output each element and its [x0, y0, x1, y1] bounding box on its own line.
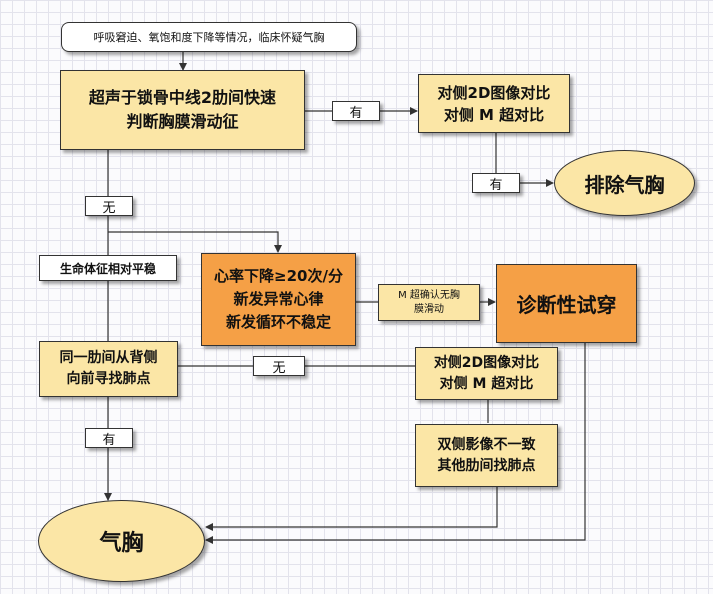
label-no-mid: 无 [253, 356, 305, 376]
inconsistent-line2: 其他肋间找肺点 [437, 457, 536, 474]
diagnostic-text: 诊断性试穿 [516, 293, 617, 317]
compare-top-line1: 对侧2D图像对比 [437, 83, 551, 102]
stable-vitals-box: 生命体征相对平稳 [39, 255, 177, 281]
m-confirm-line2: 膜滑动 [414, 303, 444, 315]
arrow-diag-to-pneumo [205, 343, 586, 544]
compare-mid-line1: 对侧2D图像对比 [433, 354, 540, 371]
label-no-mid-text: 无 [272, 360, 286, 376]
compare-mid-box: 对侧2D图像对比 对侧 M 超对比 [415, 347, 558, 400]
unstable-line2: 新发异常心律 [233, 290, 324, 308]
label-no-left-text: 无 [102, 200, 116, 216]
m-confirm-line1: M 超确认无胸 [398, 289, 460, 301]
pneumothorax-ellipse: 气胸 [38, 500, 205, 582]
label-yes-left: 有 [85, 428, 133, 448]
label-yes-right: 有 [472, 173, 520, 193]
label-yes-top-text: 有 [349, 105, 363, 121]
compare-top-box: 对侧2D图像对比 对侧 M 超对比 [418, 74, 570, 133]
exclude-pneumothorax-ellipse: 排除气胸 [554, 150, 695, 216]
lung-point-search-box: 同一肋间从背侧 向前寻找肺点 [39, 341, 178, 397]
ultrasound-check-box: 超声于锁骨中线2肋间快速判断胸膜滑动征 [60, 70, 305, 150]
compare-mid-line2: 对侧 M 超对比 [439, 375, 534, 392]
diagnostic-puncture-box: 诊断性试穿 [496, 264, 637, 343]
label-yes-left-text: 有 [102, 432, 116, 448]
label-no-left: 无 [85, 196, 133, 216]
label-yes-right-text: 有 [489, 177, 503, 193]
label-yes-top: 有 [332, 101, 380, 121]
inconsistent-images-box: 双侧影像不一致 其他肋间找肺点 [415, 424, 558, 487]
pneumothorax-text: 气胸 [99, 531, 144, 556]
inconsistent-line1: 双侧影像不一致 [437, 436, 536, 453]
exclude-text: 排除气胸 [584, 172, 665, 197]
start-box: 呼吸窘迫、氧饱和度下降等情况，临床怀疑气胸 [61, 22, 357, 52]
compare-top-line2: 对侧 M 超对比 [443, 105, 545, 124]
unstable-signs-box: 心率下降≥20次/分 新发异常心律 新发循环不稳定 [201, 253, 356, 346]
arrow-to-unstable [108, 231, 282, 253]
start-text: 呼吸窘迫、氧饱和度下降等情况，临床怀疑气胸 [93, 31, 325, 44]
stable-vitals-text: 生命体征相对平稳 [59, 261, 156, 276]
m-mode-confirm-box: M 超确认无胸 膜滑动 [378, 284, 480, 321]
search-line2: 向前寻找肺点 [66, 371, 151, 387]
unstable-line3: 新发循环不稳定 [225, 313, 331, 331]
arrow-inconsistent-to-pneumo [205, 487, 498, 531]
search-line1: 同一肋间从背侧 [59, 350, 158, 366]
unstable-line1: 心率下降≥20次/分 [214, 267, 343, 285]
ultrasound-check-text: 超声于锁骨中线2肋间快速判断胸膜滑动征 [88, 88, 277, 131]
